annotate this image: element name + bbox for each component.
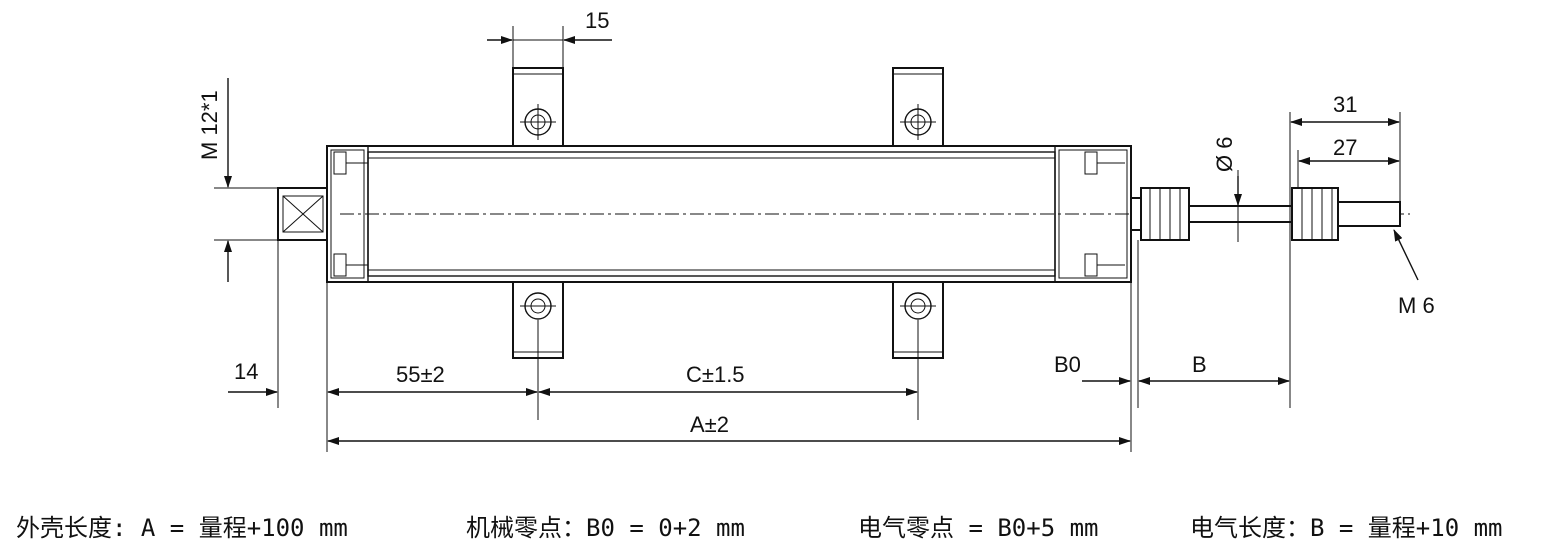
dim-thread-right: M 6 (1398, 293, 1435, 318)
dim-left-14: 14 (234, 359, 258, 384)
sensor-housing (326, 145, 1410, 283)
notes-row: 外壳长度: A = 量程+100 mm 机械零点：B0 = 0+2 mm 电气零… (0, 508, 1557, 542)
connector-left (277, 187, 328, 241)
dim-rod-31: 31 (1333, 92, 1357, 117)
dim-top-width: 15 (585, 8, 609, 33)
note-housing-length: 外壳长度: A = 量程+100 mm (16, 514, 348, 542)
extension-lines (214, 26, 1401, 452)
dim-thread-left: M 12*1 (197, 90, 222, 160)
mount-bracket-top-right (892, 67, 944, 147)
dimension-lines (224, 36, 1419, 445)
note-mechanical-zero: 机械零点：B0 = 0+2 mm (466, 514, 745, 542)
dim-mount-c: C±1.5 (686, 362, 745, 387)
mount-bracket-top-left (512, 67, 564, 147)
dim-b: B (1192, 352, 1207, 377)
dim-shaft-diameter: Ø 6 (1212, 137, 1237, 172)
note-electrical-zero: 电气零点 = B0+5 mm (858, 514, 1099, 542)
dim-offset-55: 55±2 (396, 362, 445, 387)
dim-rod-27: 27 (1333, 135, 1357, 160)
note-electrical-length: 电气长度：B = 量程+10 mm (1190, 514, 1503, 542)
dim-b0: B0 (1054, 352, 1081, 377)
shaft-assembly (1130, 187, 1401, 241)
dim-total-a: A±2 (690, 412, 729, 437)
